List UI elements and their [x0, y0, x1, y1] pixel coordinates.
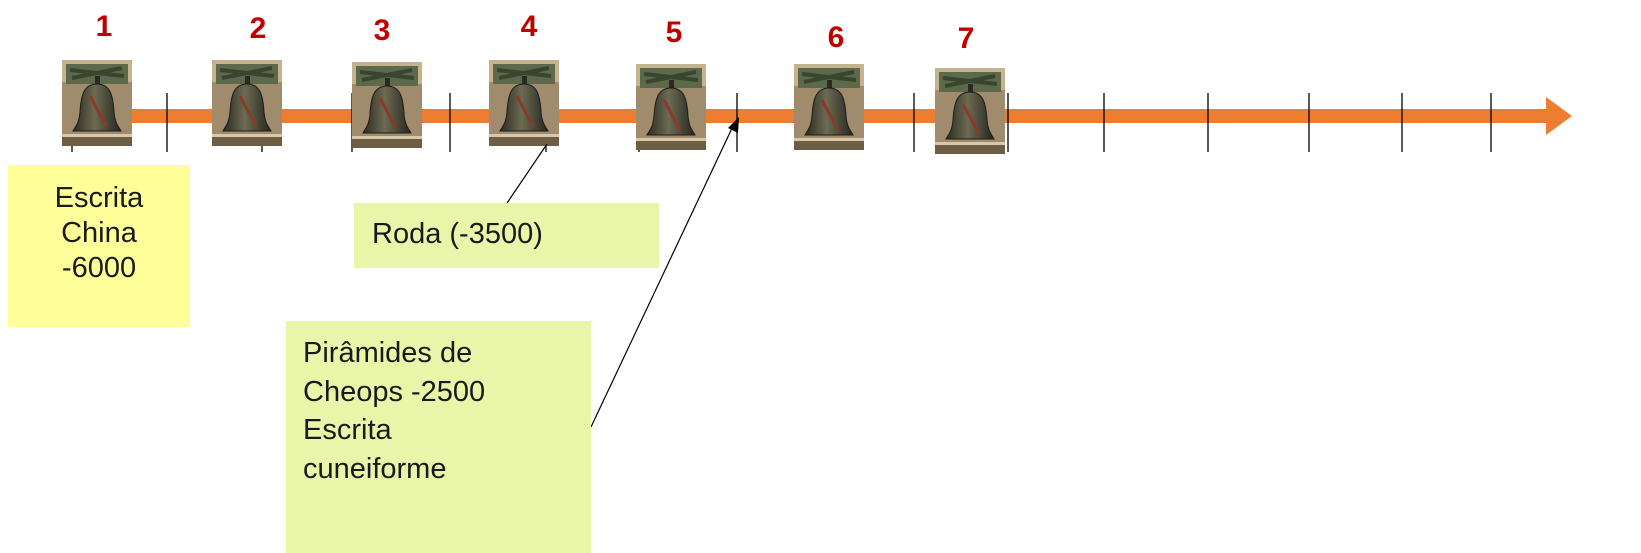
marker-number: 4: [520, 10, 538, 43]
note-line: Cheops -2500: [303, 375, 486, 408]
marker-number: 3: [373, 14, 391, 47]
note-line: Pirâmides de: [303, 337, 473, 369]
marker-number: 5: [665, 16, 683, 49]
note-escrita-china: Escrita China -6000: [8, 165, 190, 327]
note-line: Escrita: [303, 414, 392, 446]
church-bell-icon: [487, 58, 561, 148]
church-bell-icon: [792, 62, 866, 152]
church-bell-icon: [60, 58, 134, 148]
note-piramides: Pirâmides de Cheops -2500 Escrita cuneif…: [286, 321, 591, 553]
bell-markers: [60, 58, 1007, 156]
connector-roda: [506, 143, 548, 204]
marker-number: 6: [827, 21, 845, 54]
note-line: China: [61, 217, 137, 249]
marker-number: 1: [95, 10, 113, 43]
church-bell-icon: [933, 66, 1007, 156]
note-roda: Roda (-3500): [354, 203, 659, 268]
church-bell-icon: [350, 60, 424, 150]
church-bell-icon: [634, 62, 708, 152]
note-line: Escrita: [54, 182, 144, 214]
marker-number: 7: [957, 22, 975, 55]
church-bell-icon: [210, 58, 284, 148]
connector-arrowhead: [728, 117, 739, 133]
connector-piramides: [590, 123, 735, 428]
note-line: Roda (-3500): [372, 218, 543, 250]
note-line: -6000: [61, 252, 137, 284]
timeline-arrowhead: [1546, 97, 1572, 135]
marker-number: 2: [249, 12, 267, 45]
note-line: cuneiforme: [303, 452, 447, 485]
